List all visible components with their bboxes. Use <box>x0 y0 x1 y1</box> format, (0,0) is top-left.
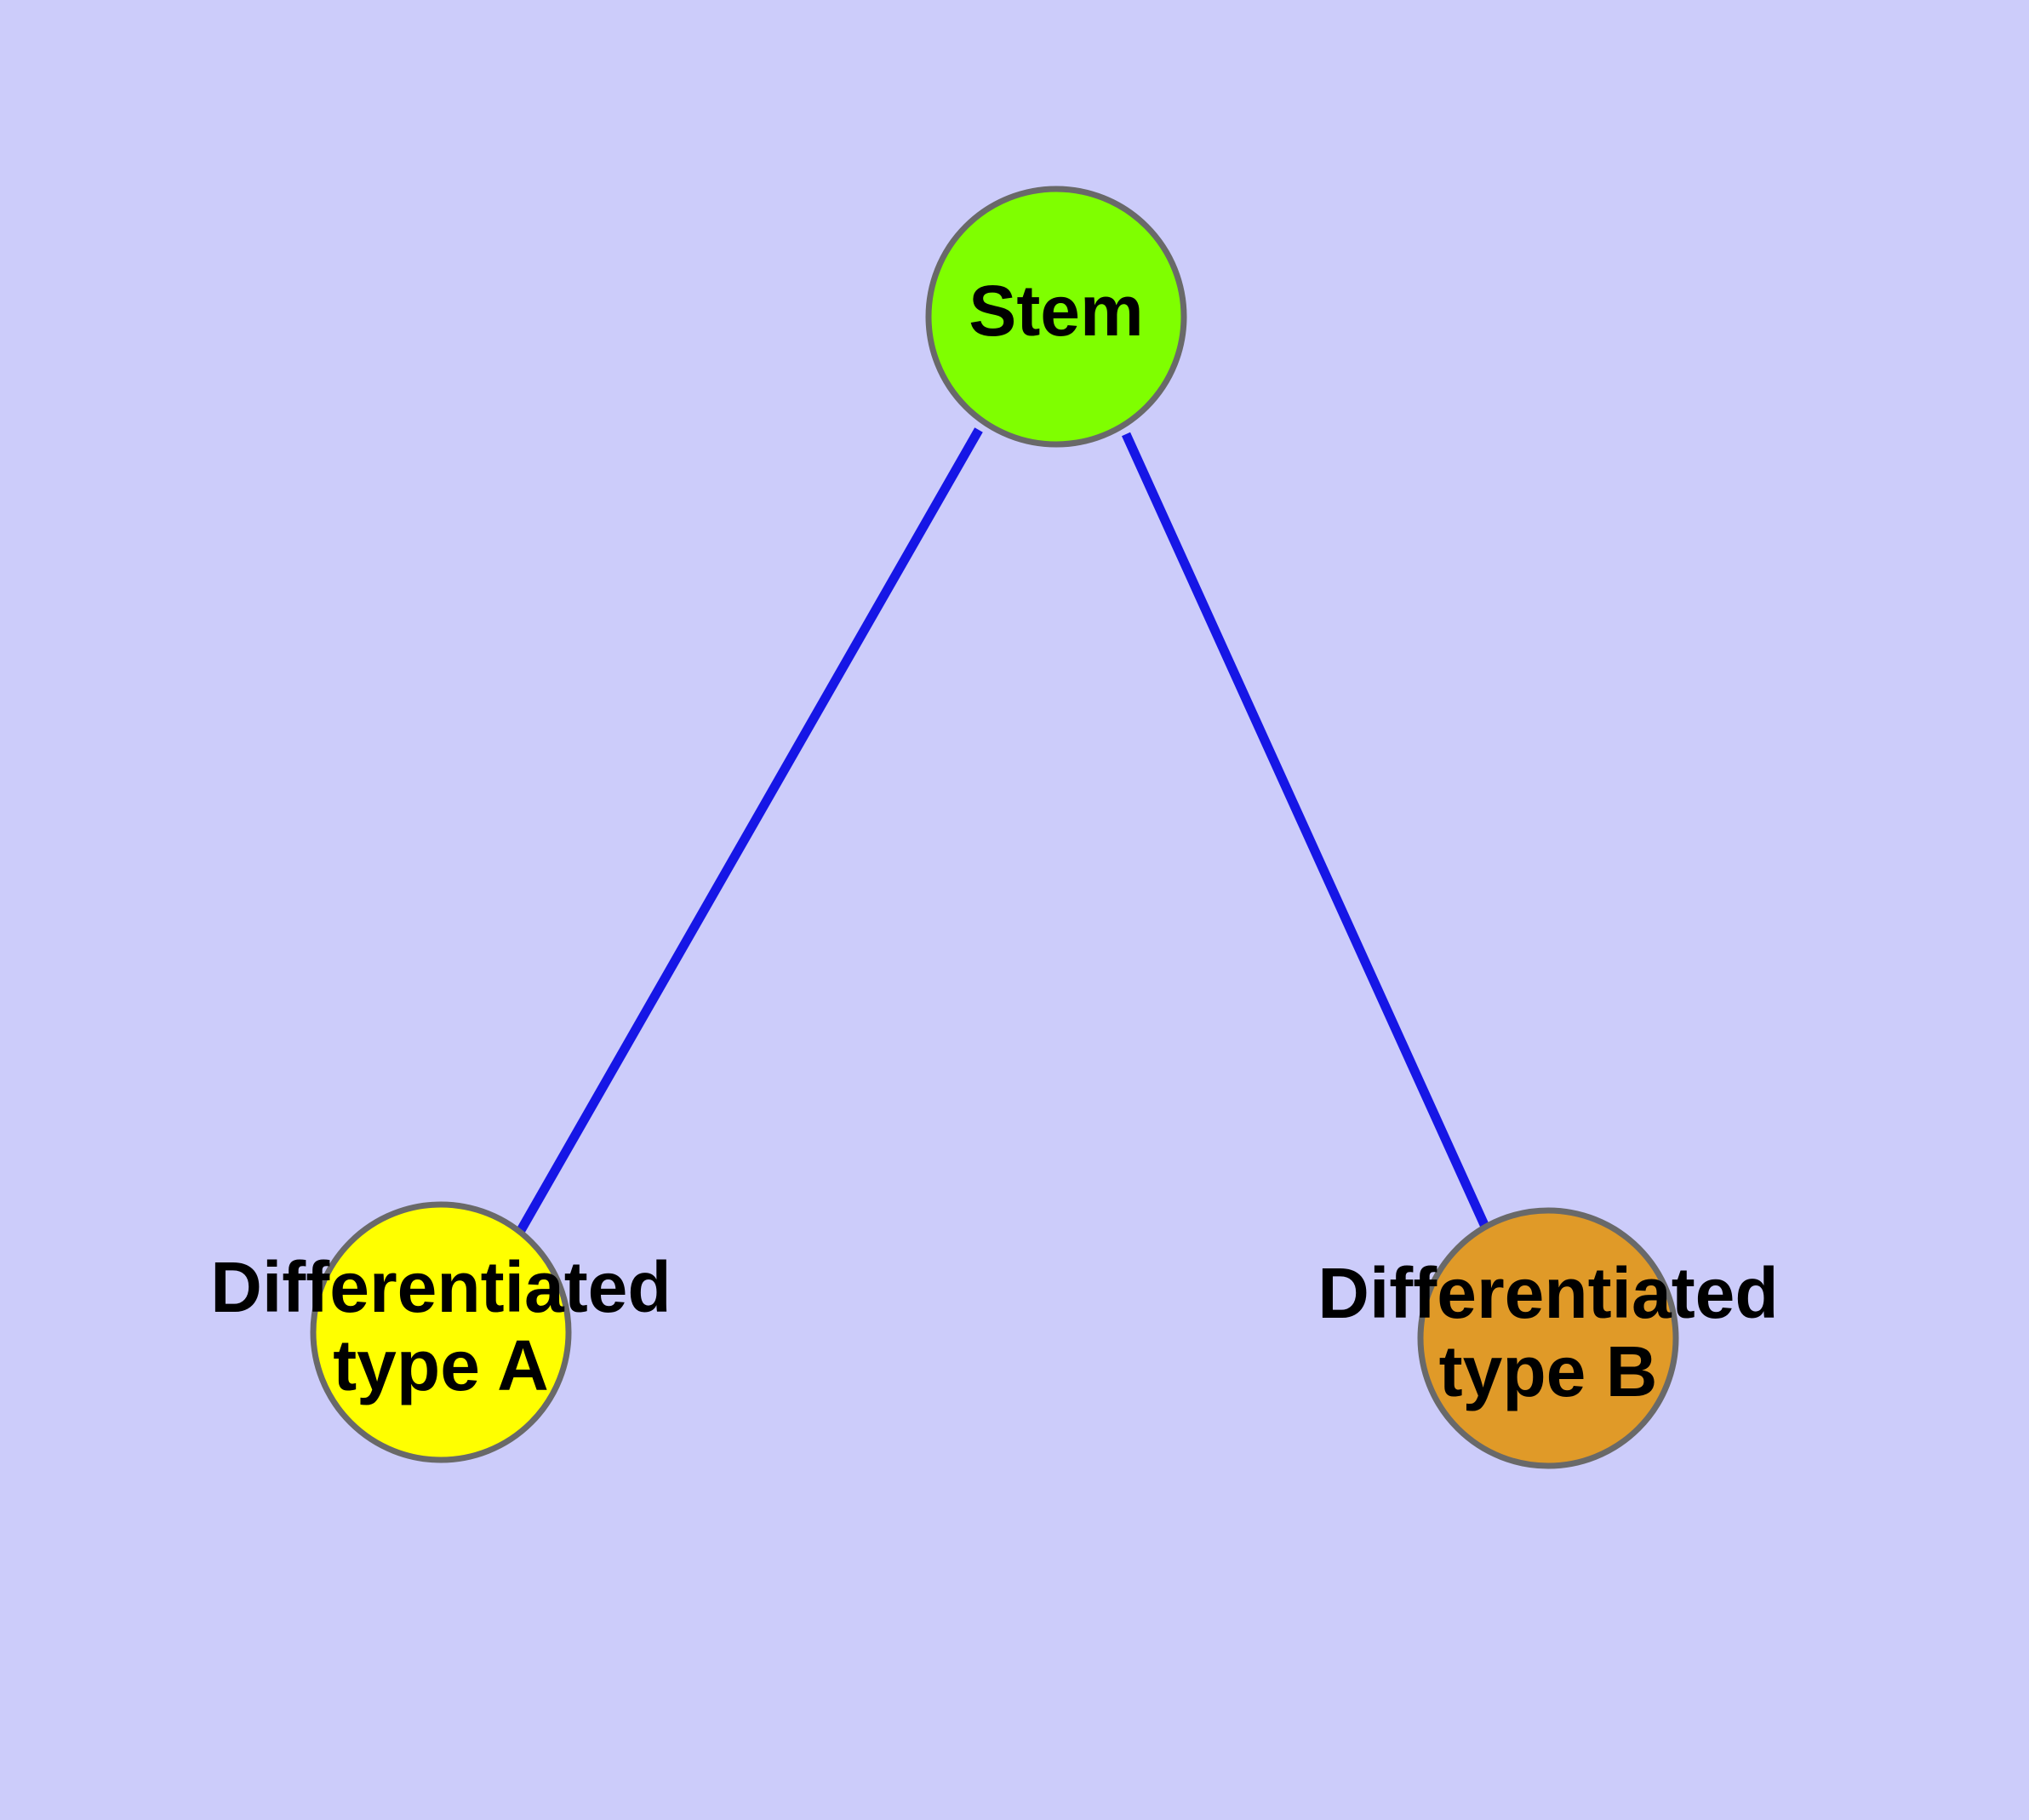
node-label-line: Differentiated <box>1317 1253 1778 1333</box>
node-circle-differentiated-type-b[interactable] <box>1417 1207 1679 1469</box>
node-circle-stem[interactable] <box>925 186 1187 448</box>
node-label-line: type A <box>333 1325 549 1405</box>
node-circle-differentiated-type-a[interactable] <box>310 1201 572 1463</box>
node-label-stem: Stem <box>969 271 1143 351</box>
node-label-line: Stem <box>969 271 1143 351</box>
node-label-line: Differentiated <box>210 1247 671 1327</box>
edges-group <box>516 427 1490 1234</box>
edge-stem-to-differentiated-type-b[interactable] <box>1121 432 1490 1229</box>
nodes-group <box>310 186 1679 1469</box>
node-label-line: type B <box>1439 1331 1658 1411</box>
edge-stem-to-differentiated-type-a[interactable] <box>516 427 983 1234</box>
